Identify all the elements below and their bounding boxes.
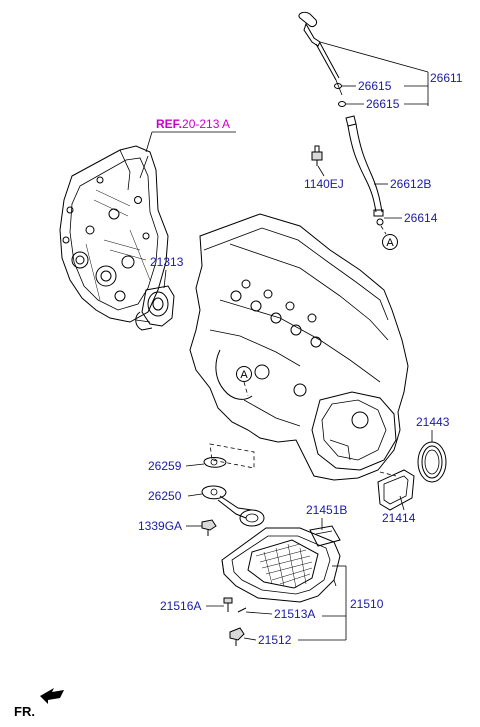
part-21414-label[interactable]: 21414	[382, 511, 416, 525]
part-21512-label[interactable]: 21512	[258, 633, 292, 647]
part-21313-label[interactable]: 21313	[150, 255, 184, 269]
timing-chain-cover	[59, 145, 169, 323]
drain-gasket-21513A	[237, 607, 247, 613]
part-26611-label[interactable]: 26611	[430, 71, 463, 85]
rear-oil-seal-21443	[417, 441, 447, 483]
part-21451B-label[interactable]: 21451B	[306, 503, 347, 517]
dipstick-guide-tube	[345, 115, 384, 217]
seal-retainer-21414	[377, 469, 415, 511]
part-26259-label[interactable]: 26259	[148, 459, 182, 473]
baffle-plate-21451B	[309, 525, 341, 547]
oil-strainer-26250	[201, 485, 265, 527]
oil-pump-21313	[135, 285, 175, 331]
oil-level-gauge	[298, 11, 346, 107]
front-arrow-icon	[40, 688, 64, 704]
part-26614-label[interactable]: 26614	[404, 211, 438, 225]
drain-plug-21512	[229, 627, 245, 646]
clip-26614	[376, 218, 387, 235]
bolt-1140EJ	[311, 145, 323, 166]
part-1140EJ-label[interactable]: 1140EJ	[304, 177, 344, 191]
callout-a-top: A	[382, 234, 398, 250]
cylinder-block	[189, 213, 409, 481]
drain-plug-21516A	[223, 597, 233, 612]
callout-a-block-label: A	[240, 369, 248, 381]
part-26615-bottom-label[interactable]: 26615	[366, 97, 400, 111]
bolt-1339GA	[201, 519, 217, 536]
part-26250-label[interactable]: 26250	[148, 489, 182, 503]
callout-a-top-label: A	[386, 237, 394, 249]
part-21510-label[interactable]: 21510	[350, 597, 384, 611]
reference-prefix: REF.	[156, 117, 182, 131]
part-1339GA-label[interactable]: 1339GA	[138, 519, 182, 533]
part-21516A-label[interactable]: 21516A	[160, 599, 201, 613]
callout-a-block: A	[236, 366, 252, 397]
part-21513A-label[interactable]: 21513A	[274, 607, 315, 621]
reference-label[interactable]: REF.20-213 A	[156, 117, 230, 131]
leader-lines	[145, 41, 433, 641]
front-direction-indicator: FR.	[14, 688, 64, 719]
gasket-26259	[203, 443, 255, 469]
part-21443-label[interactable]: 21443	[416, 415, 450, 429]
reference-code: 20-213 A	[182, 117, 230, 131]
part-26615-top-label[interactable]: 26615	[358, 79, 392, 93]
part-26612B-label[interactable]: 26612B	[390, 177, 431, 191]
oil-pan-21510	[221, 527, 341, 603]
front-direction-label: FR.	[14, 704, 35, 719]
